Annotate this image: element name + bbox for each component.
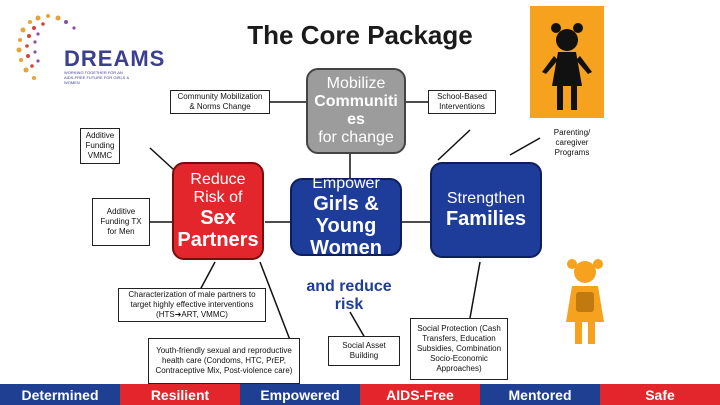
- dreams-logo: DREAMS WORKING TOGETHER FOR AN AIDS-FREE…: [8, 8, 166, 88]
- community-mobilization-box: Community Mobilization & Norms Change: [170, 90, 270, 114]
- logo-dots-graphic: [16, 14, 76, 80]
- logo-wordmark: DREAMS: [64, 46, 166, 71]
- reduce-line2: Sex Partners: [177, 207, 259, 251]
- footer-segment: Mentored: [480, 384, 600, 405]
- reduce-risk-node: Reduce Risk of Sex Partners: [172, 162, 264, 260]
- footer-segment: AIDS-Free: [360, 384, 480, 405]
- footer-banner: Determined Resilient Empowered AIDS-Free…: [0, 384, 720, 405]
- footer-label: Resilient: [150, 386, 210, 403]
- strengthen-families-node: Strengthen Families: [430, 162, 542, 258]
- characterization-box: Characterization of male partners to tar…: [118, 288, 266, 322]
- mobilize-line1: Mobilize: [326, 75, 386, 92]
- footer-segment: Safe: [600, 384, 720, 405]
- additive-vmmc-box: Additive Funding VMMC: [80, 128, 120, 164]
- footer-label: Safe: [645, 386, 675, 403]
- social-asset-box: Social Asset Building: [328, 336, 400, 366]
- mobilize-communities-node: Mobilize Communiti es for change: [306, 68, 406, 154]
- youth-friendly-box: Youth-friendly sexual and reproductive h…: [148, 338, 300, 384]
- school-based-box: School-Based Interventions: [428, 90, 496, 114]
- parenting-box: Parenting/ caregiver Programs: [544, 124, 600, 162]
- empower-girls-node: Empower Girls & Young Women: [290, 175, 402, 259]
- empower-line1: Empower: [312, 175, 380, 192]
- additive-tx-box: Additive Funding TX for Men: [92, 198, 150, 246]
- social-protection-box: Social Protection (Cash Transfers, Educa…: [410, 318, 508, 380]
- strengthen-line1: Strengthen: [446, 190, 526, 207]
- girl-illustration-top: [530, 6, 604, 118]
- girl-illustration-bottom: [548, 248, 622, 348]
- girl-silhouette-icon: [542, 23, 592, 110]
- logo-tagline: WORKING TOGETHER FOR AN AIDS-FREE FUTURE…: [64, 70, 130, 85]
- footer-segment: Resilient: [120, 384, 240, 405]
- girl-backpack-icon: [566, 259, 604, 344]
- footer-label: Mentored: [508, 386, 572, 403]
- footer-segment: Empowered: [240, 384, 360, 405]
- mobilize-line2: Communiti es: [314, 93, 398, 128]
- empower-line2: Girls & Young Women: [310, 193, 382, 259]
- mobilize-line3: for change: [318, 129, 394, 146]
- page-title: The Core Package: [247, 20, 473, 50]
- footer-label: Determined: [21, 386, 99, 403]
- footer-label: Empowered: [260, 386, 340, 403]
- footer-label: AIDS-Free: [386, 386, 454, 403]
- reduce-line1: Reduce Risk of: [190, 171, 246, 206]
- empower-line3: and reduce risk: [306, 278, 392, 313]
- footer-segment: Determined: [0, 384, 120, 405]
- strengthen-line2: Families: [445, 208, 527, 230]
